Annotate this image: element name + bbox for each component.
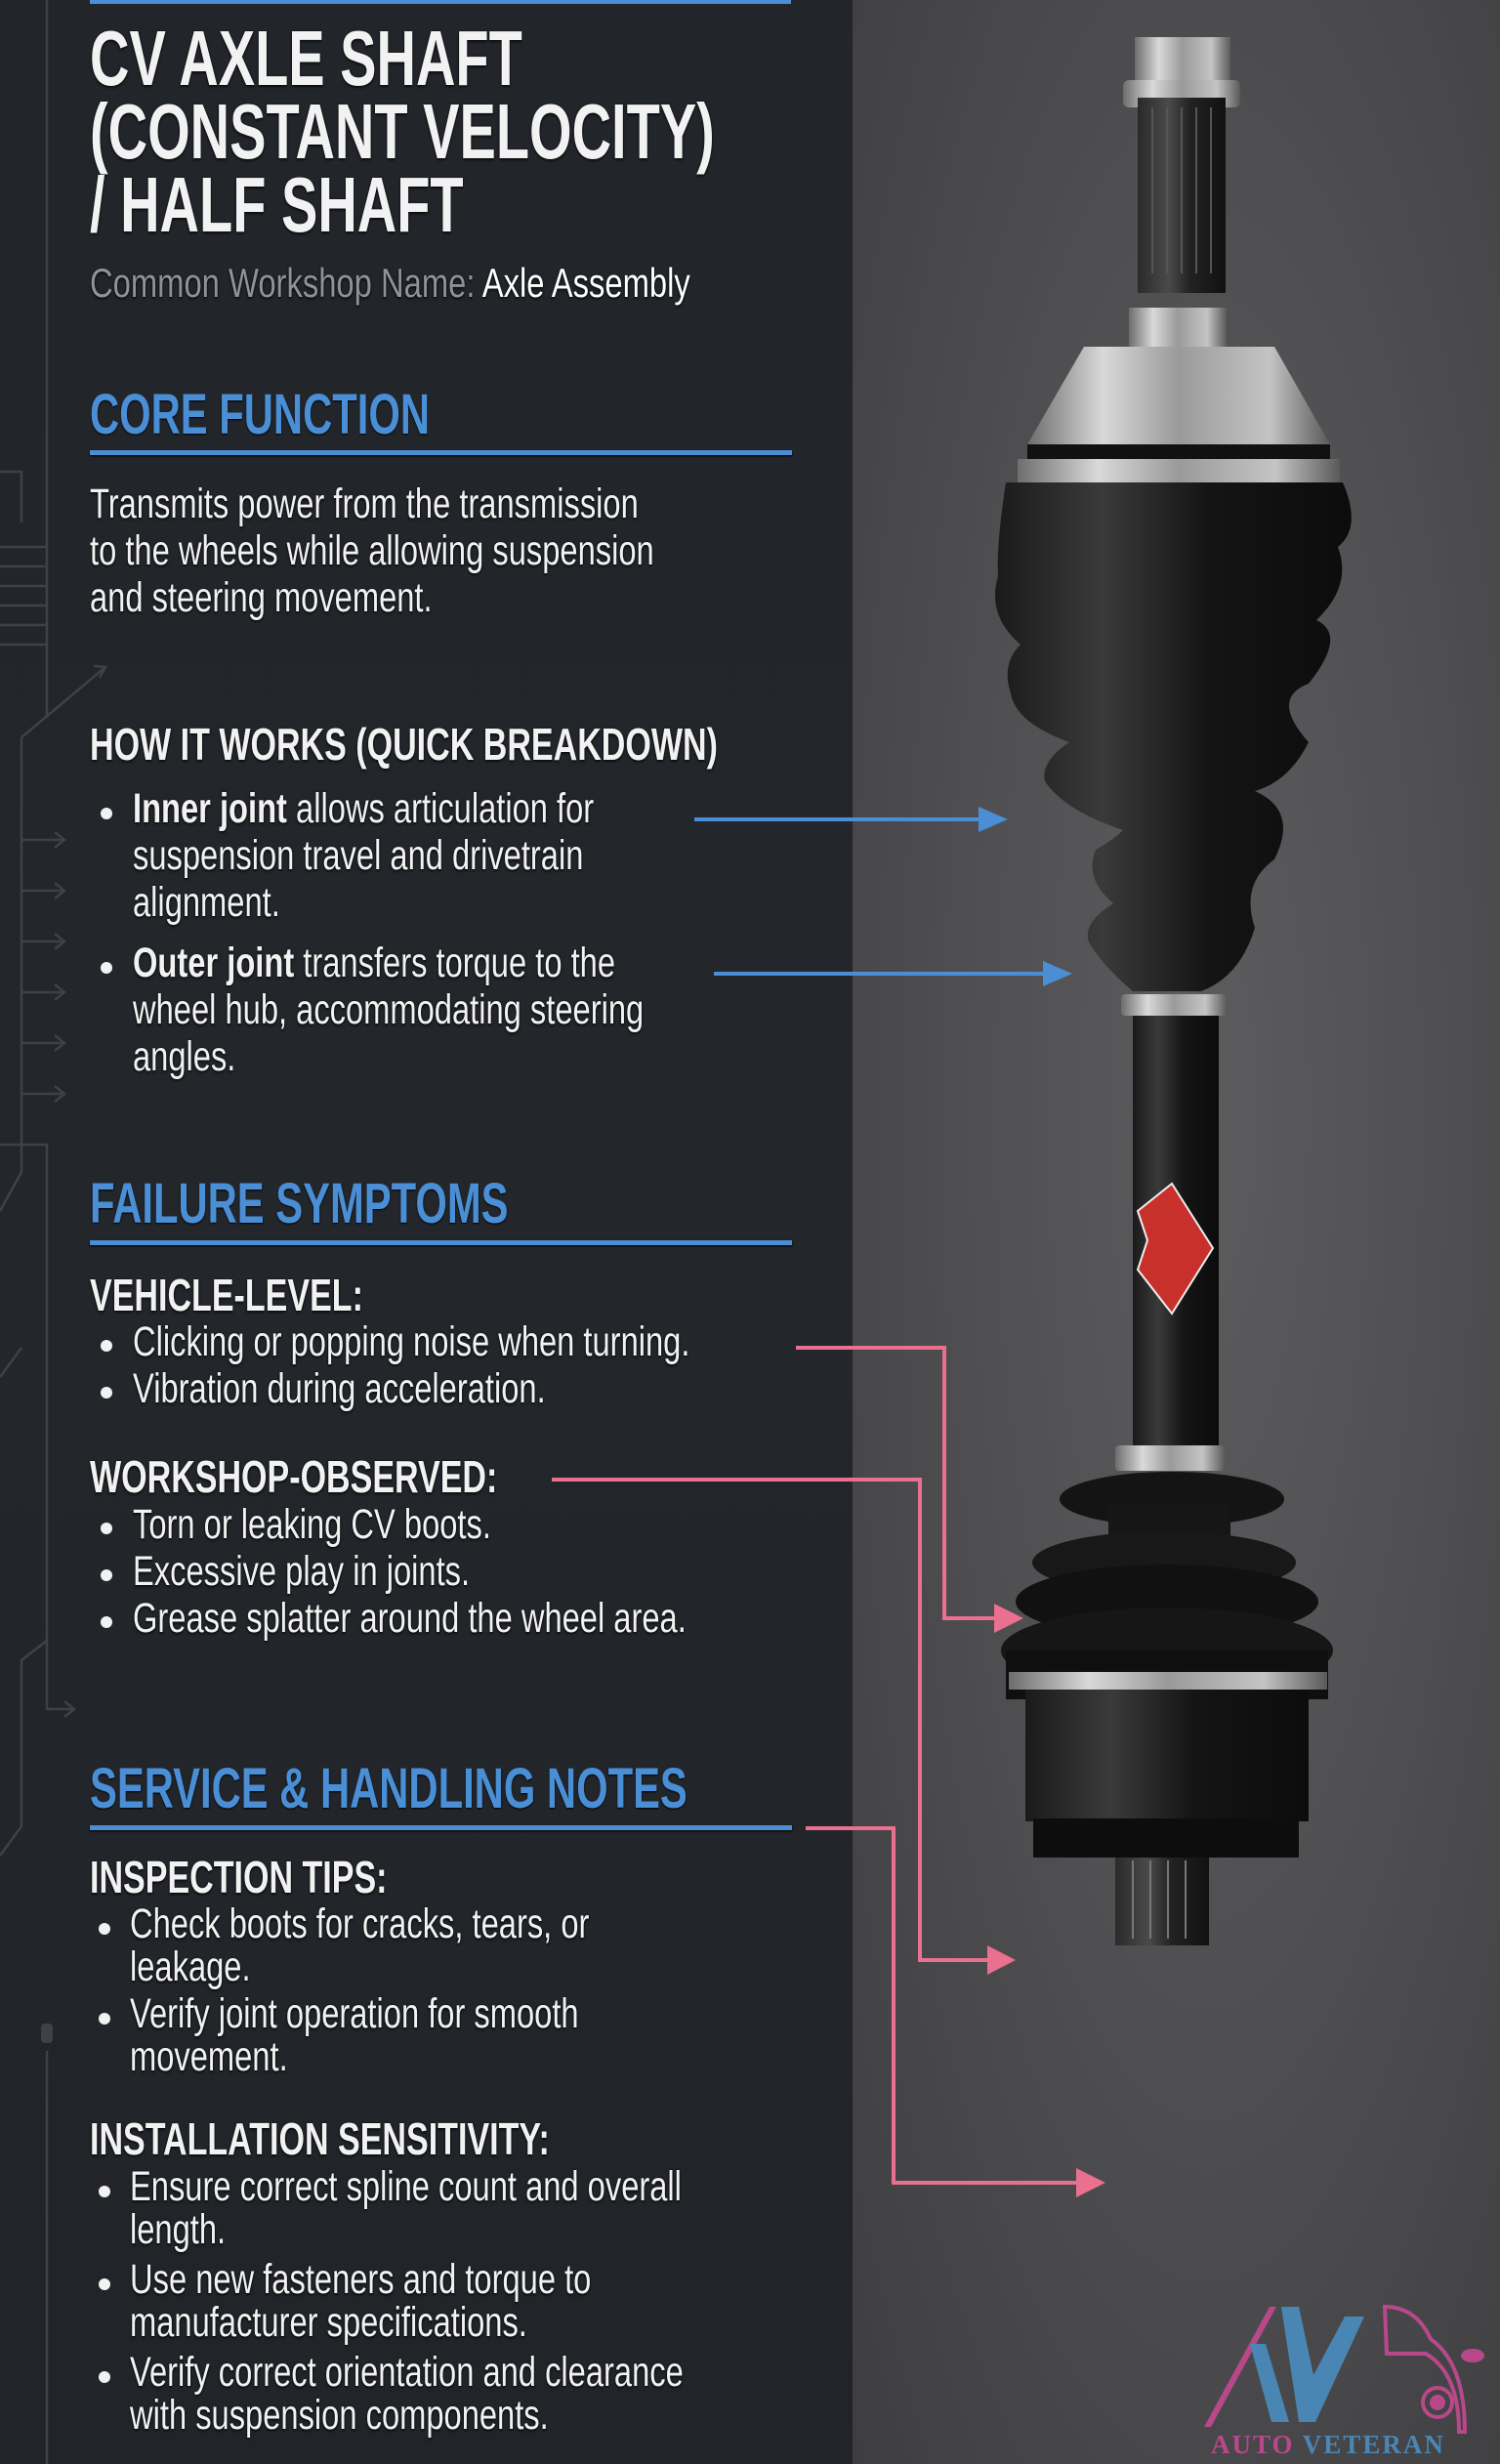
- subheading-vehicle-level: VEHICLE-LEVEL:: [90, 1270, 363, 1320]
- arrow-right-icon: [979, 807, 1008, 832]
- page-title-line-1: CV AXLE SHAFT: [90, 15, 522, 102]
- section-underline: [90, 1240, 792, 1245]
- list-item-text: wheel hub, accommodating steering: [133, 986, 645, 1033]
- section-underline: [90, 450, 792, 455]
- list-item-text: leakage.: [130, 1943, 251, 1990]
- list-item: Excessive play in joints.: [133, 1548, 471, 1595]
- arrow-right-icon: [994, 1604, 1023, 1633]
- bullet-icon: [101, 1523, 112, 1534]
- list-item-text: length.: [130, 2206, 227, 2253]
- callout-arrows-blue: [694, 817, 1051, 976]
- subheading-inspection-tips: INSPECTION TIPS:: [90, 1852, 388, 1902]
- axle-inner-joint: [1001, 1445, 1333, 1945]
- text-panel: [0, 0, 853, 2464]
- term-inner-joint: Inner joint: [133, 785, 287, 832]
- workshop-name-value: Axle Assembly: [481, 260, 690, 306]
- list-item-text: alignment.: [133, 879, 280, 926]
- subheading-installation-sensitivity: INSTALLATION SENSITIVITY:: [90, 2113, 550, 2164]
- bullet-icon: [101, 1340, 112, 1352]
- bullet-icon: [101, 1569, 112, 1581]
- list-item: Verify joint operation for smooth: [130, 1990, 579, 2037]
- section-underline: [90, 1825, 792, 1830]
- logo-word-auto: AUTO: [1211, 2430, 1295, 2459]
- list-item-outer-joint: Outer joint transfers torque to the: [133, 940, 615, 986]
- list-item-text: suspension travel and drivetrain: [133, 832, 584, 879]
- page-title-line-3: / HALF SHAFT: [90, 161, 464, 248]
- core-function-text-line: Transmits power from the transmission: [90, 480, 639, 527]
- list-item-inner-joint: Inner joint allows articulation for: [133, 785, 594, 832]
- list-item: Vibration during acceleration.: [133, 1365, 546, 1412]
- workshop-name-label: Common Workshop Name:: [90, 260, 476, 306]
- workshop-name: Common Workshop Name: Axle Assembly: [90, 262, 690, 305]
- list-item: Verify correct orientation and clearance: [130, 2349, 684, 2396]
- logo-word-veteran: VETERAN: [1302, 2430, 1445, 2459]
- bullet-icon: [99, 2278, 110, 2290]
- list-item-text: angles.: [133, 1033, 236, 1080]
- subheading-how-it-works: HOW IT WORKS (QUICK BREAKDOWN): [90, 719, 718, 770]
- bullet-icon: [101, 808, 112, 819]
- bullet-icon: [99, 1923, 110, 1935]
- arrow-right-icon: [987, 1945, 1016, 1975]
- brand-label-icon: [1136, 1182, 1215, 1316]
- list-item: Grease splatter around the wheel area.: [133, 1595, 687, 1642]
- list-item-text: movement.: [130, 2033, 288, 2080]
- bullet-icon: [99, 2013, 110, 2025]
- section-heading-failure-symptoms: FAILURE SYMPTOMS: [90, 1172, 509, 1235]
- auto-veteran-logo-icon: [1204, 2304, 1484, 2434]
- list-item: Ensure correct spline count and overall: [130, 2163, 682, 2210]
- logo-text: AUTO VETERAN: [1211, 2430, 1445, 2460]
- bullet-icon: [99, 2371, 110, 2383]
- section-heading-core-function: CORE FUNCTION: [90, 383, 430, 446]
- top-accent-bar: [90, 0, 791, 4]
- subheading-workshop-observed: WORKSHOP-OBSERVED:: [90, 1451, 498, 1502]
- list-item-text: transfers torque to the: [303, 940, 616, 986]
- arrow-right-icon: [1076, 2168, 1105, 2197]
- callout-arrows-pink: [552, 1346, 1084, 2185]
- term-outer-joint: Outer joint: [133, 940, 295, 986]
- bullet-icon: [101, 1387, 112, 1399]
- page-title-line-2: (CONSTANT VELOCITY): [90, 88, 715, 175]
- section-heading-service-notes: SERVICE & HANDLING NOTES: [90, 1757, 688, 1820]
- bullet-icon: [101, 962, 112, 974]
- list-item-text: manufacturer specifications.: [130, 2299, 527, 2346]
- bullet-icon: [99, 2186, 110, 2197]
- bullet-icon: [101, 1616, 112, 1628]
- list-item: Use new fasteners and torque to: [130, 2256, 592, 2303]
- list-item: Check boots for cracks, tears, or: [130, 1900, 590, 1947]
- list-item-text: allows articulation for: [296, 785, 595, 832]
- arrow-right-icon: [1043, 961, 1072, 986]
- core-function-text-line: to the wheels while allowing suspension: [90, 527, 654, 574]
- list-item: Torn or leaking CV boots.: [133, 1501, 491, 1548]
- axle-outer-joint: [994, 37, 1352, 1016]
- circuit-decoration-icon: [0, 0, 108, 2464]
- list-item-text: with suspension components.: [130, 2392, 549, 2439]
- list-item: Clicking or popping noise when turning.: [133, 1318, 690, 1365]
- core-function-text-line: and steering movement.: [90, 574, 433, 621]
